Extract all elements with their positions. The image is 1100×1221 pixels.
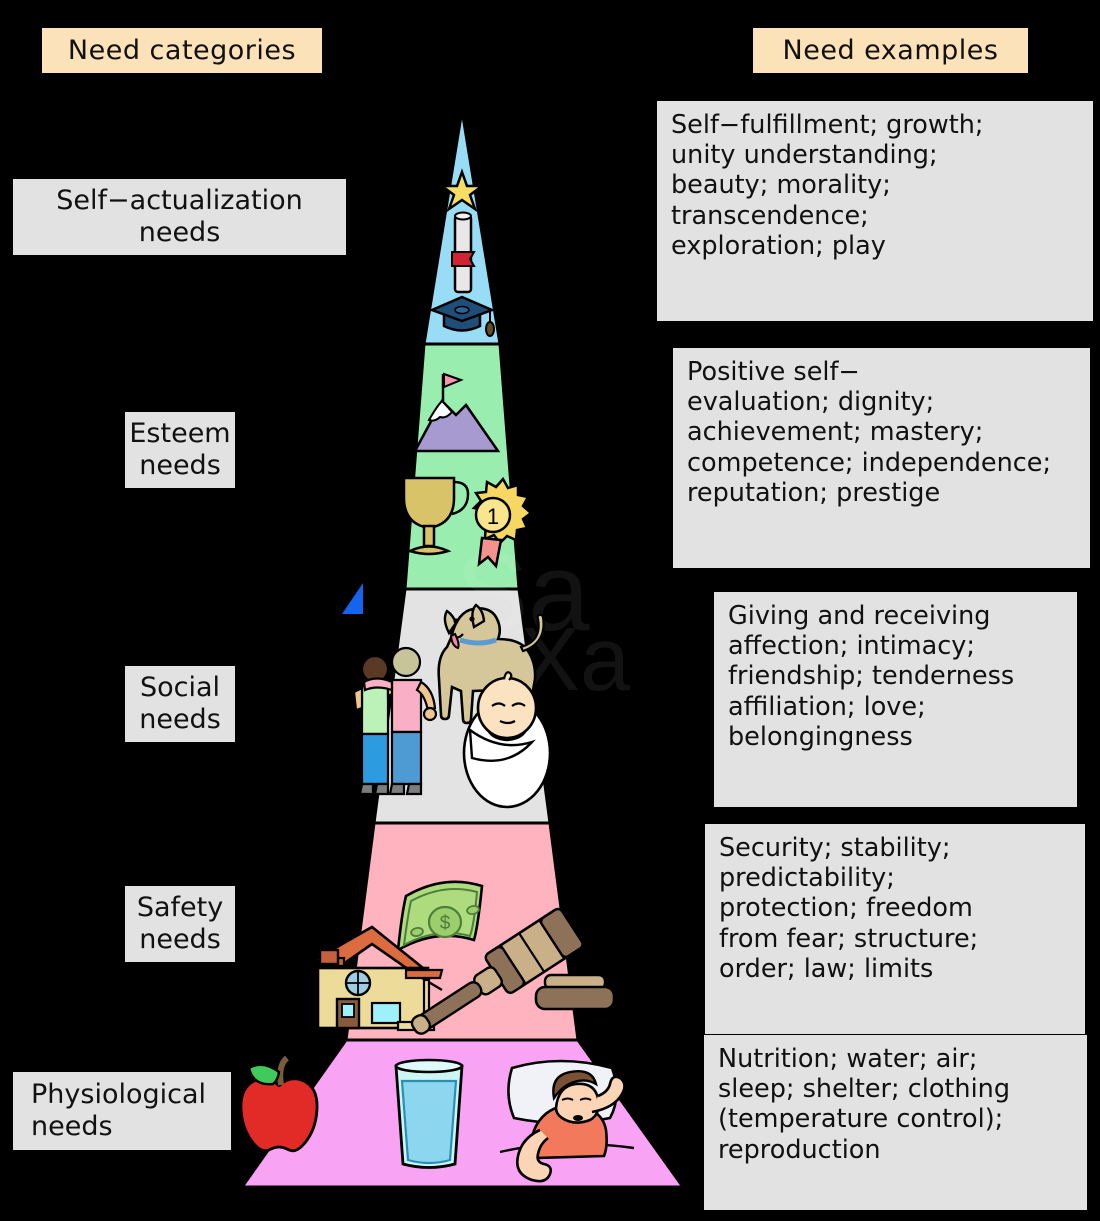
category-line: needs (139, 704, 221, 735)
star-icon (438, 168, 486, 213)
example-line: reputation; prestige (687, 477, 941, 508)
example-line: friendship; tenderness (728, 661, 1015, 692)
category-line: needs (138, 217, 221, 248)
category-line: needs (31, 1111, 113, 1142)
mountain-flag-icon (412, 372, 501, 453)
example-line: (temperature control); (718, 1104, 1004, 1135)
example-line: reproduction (718, 1134, 881, 1165)
diploma-scroll-icon (451, 211, 476, 294)
category-label-esteem: Esteem needs (125, 412, 235, 488)
example-line: belongingness (728, 721, 913, 752)
example-line: affection; intimacy; (728, 631, 975, 662)
sleeping-person-icon (499, 1059, 635, 1183)
graduation-cap-icon (428, 295, 496, 337)
example-line: exploration; play (671, 230, 886, 261)
example-line: beauty; morality; (671, 170, 891, 201)
example-line: competence; independence; (687, 447, 1052, 478)
category-line: needs (139, 450, 221, 481)
example-line: evaluation; dignity; (687, 387, 935, 418)
category-line: Social (139, 672, 221, 704)
swaddled-baby-icon (462, 671, 552, 809)
example-line: Security; stability; (719, 833, 951, 863)
category-line: Esteem (129, 418, 231, 450)
trophy-icon (388, 476, 470, 556)
house-icon (313, 925, 444, 1032)
example-line: predictability; (719, 863, 895, 894)
example-line: sleep; shelter; clothing (718, 1074, 1011, 1105)
svg-text:$: $ (440, 913, 451, 934)
need-categories-header: Need categories (42, 28, 322, 73)
first-place-medal-icon: 1 (471, 476, 533, 569)
medal-number-label: 1 (487, 504, 499, 529)
category-line: Physiological (31, 1079, 207, 1111)
examples-box-physiological: Nutrition; water; air; sleep; shelter; c… (704, 1035, 1087, 1210)
svg-text:Xa: Xa (520, 610, 631, 710)
example-line: transcendence; (671, 200, 869, 231)
dollar-bill-icon: $ (396, 880, 484, 953)
watermark-triangle-icon (342, 583, 363, 614)
category-line: Self−actualization (56, 185, 303, 217)
example-line: order; law; limits (719, 953, 934, 984)
apple-icon (239, 1055, 319, 1153)
example-line: Nutrition; water; air; (718, 1044, 978, 1074)
example-line: protection; freedom (719, 893, 973, 924)
example-line: Self−fulfillment; growth; (671, 110, 984, 140)
example-line: Positive self− (687, 357, 860, 387)
need-categories-header-label: Need categories (67, 35, 297, 66)
category-line: Safety (136, 892, 224, 924)
examples-box-safety: Security; stability; predictability; pro… (705, 824, 1085, 1034)
need-examples-header: Need examples (753, 28, 1028, 73)
category-line: needs (139, 924, 221, 955)
example-line: affiliation; love; (728, 691, 926, 722)
examples-box-self-actualization: Self−fulfillment; growth; unity understa… (657, 101, 1093, 321)
category-label-social: Social needs (125, 666, 235, 742)
need-examples-header-label: Need examples (782, 35, 999, 66)
glass-of-water-icon (394, 1058, 464, 1169)
examples-box-esteem: Positive self− evaluation; dignity; achi… (673, 348, 1090, 568)
category-label-physiological: Physiological needs (13, 1072, 231, 1150)
example-line: Giving and receiving (728, 601, 991, 631)
category-label-safety: Safety needs (125, 886, 235, 962)
example-line: unity understanding; (671, 140, 938, 171)
examples-box-social: Giving and receiving affection; intimacy… (714, 592, 1077, 807)
embracing-friends-icon (352, 646, 438, 796)
example-line: from fear; structure; (719, 923, 979, 954)
gavel-icon (410, 907, 616, 1035)
category-label-self-actualization: Self−actualization needs (13, 179, 346, 255)
example-line: achievement; mastery; (687, 417, 984, 448)
